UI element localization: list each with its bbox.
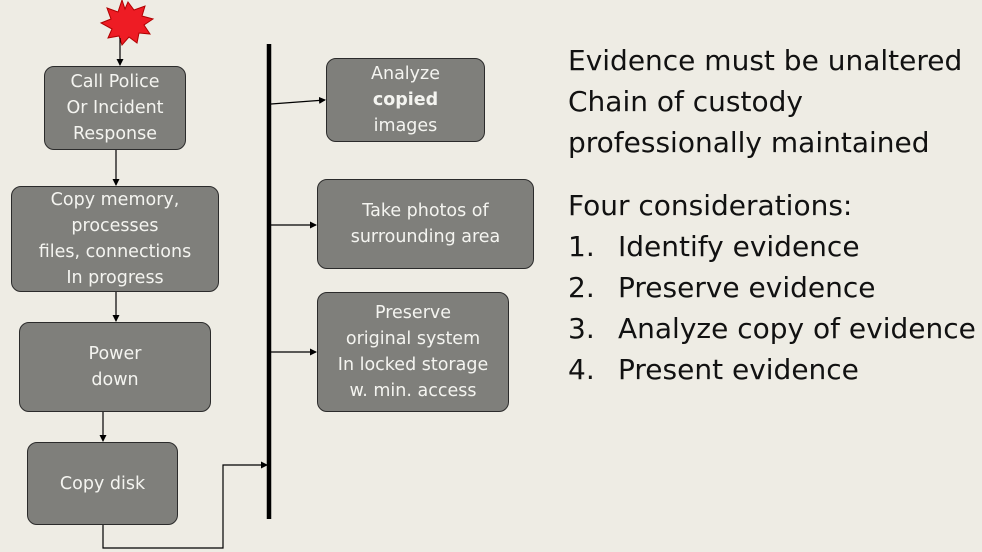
considerations-heading: Four considerations:	[568, 189, 853, 222]
analyze-line-3: images	[373, 116, 438, 136]
call-police-line-1: Call Police	[70, 72, 160, 92]
call-police-box: Call Police Or Incident Response	[44, 66, 186, 150]
copy-memory-line-2: processes	[71, 216, 159, 236]
preserve-line-3: In locked storage	[337, 355, 489, 375]
copy-memory-box: Copy memory, processes files, connection…	[11, 186, 219, 292]
notes-line-1: Evidence must be unaltered	[568, 44, 963, 77]
power-down-box: Power down	[19, 322, 211, 412]
analyze-line-2: copied	[372, 90, 439, 110]
consideration-rest: copy of evidence	[728, 312, 976, 345]
take-photos-line-2: surrounding area	[350, 227, 501, 247]
copy-memory-line-4: In progress	[66, 268, 164, 288]
copy-memory-line-3: files, connections	[38, 242, 192, 262]
call-police-line-2: Or Incident	[66, 98, 164, 118]
consideration-item: 4. Present evidence	[568, 349, 980, 390]
copy-memory-line-1: Copy memory,	[50, 190, 180, 210]
preserve-system-box: Preserve original system In locked stora…	[317, 292, 509, 412]
consideration-item: 2. Preserve evidence	[568, 267, 980, 308]
take-photos-box: Take photos of surrounding area	[317, 179, 534, 269]
consideration-keyword: Identify	[618, 230, 724, 263]
arrow-copydisk-to-bar	[102, 461, 268, 549]
power-down-line-2: down	[91, 370, 139, 390]
call-police-line-3: Response	[72, 124, 158, 144]
consideration-item: 1. Identify evidence	[568, 226, 980, 267]
copy-disk-box: Copy disk	[27, 442, 178, 525]
power-down-line-1: Power	[88, 344, 142, 364]
consideration-number: 2.	[568, 271, 595, 304]
copy-disk-line-1: Copy disk	[59, 473, 146, 494]
consideration-keyword: Analyze	[618, 312, 729, 345]
consideration-rest: evidence	[723, 353, 859, 386]
consideration-item: 3. Analyze copy of evidence	[568, 308, 980, 349]
analyze-copied-images-box: Analyze copied images	[326, 58, 485, 142]
notes-line-2: Chain of custody	[568, 85, 803, 118]
evidence-notes: Evidence must be unaltered Chain of cust…	[568, 40, 980, 390]
take-photos-line-1: Take photos of	[362, 201, 489, 221]
consideration-rest: evidence	[723, 230, 860, 263]
notes-line-3: professionally maintained	[568, 126, 930, 159]
consideration-number: 4.	[568, 353, 595, 386]
consideration-keyword: Preserve	[618, 271, 740, 304]
consideration-keyword: Present	[618, 353, 724, 386]
analyze-line-1: Analyze	[371, 64, 440, 84]
consideration-rest: evidence	[739, 271, 876, 304]
consideration-number: 3.	[568, 312, 595, 345]
preserve-line-2: original system	[345, 329, 481, 349]
preserve-line-1: Preserve	[374, 303, 452, 323]
explosion-burst-icon	[99, 0, 155, 46]
preserve-line-4: w. min. access	[349, 381, 477, 401]
arrow-bar-to-analyze	[270, 96, 326, 105]
consideration-number: 1.	[568, 230, 595, 263]
